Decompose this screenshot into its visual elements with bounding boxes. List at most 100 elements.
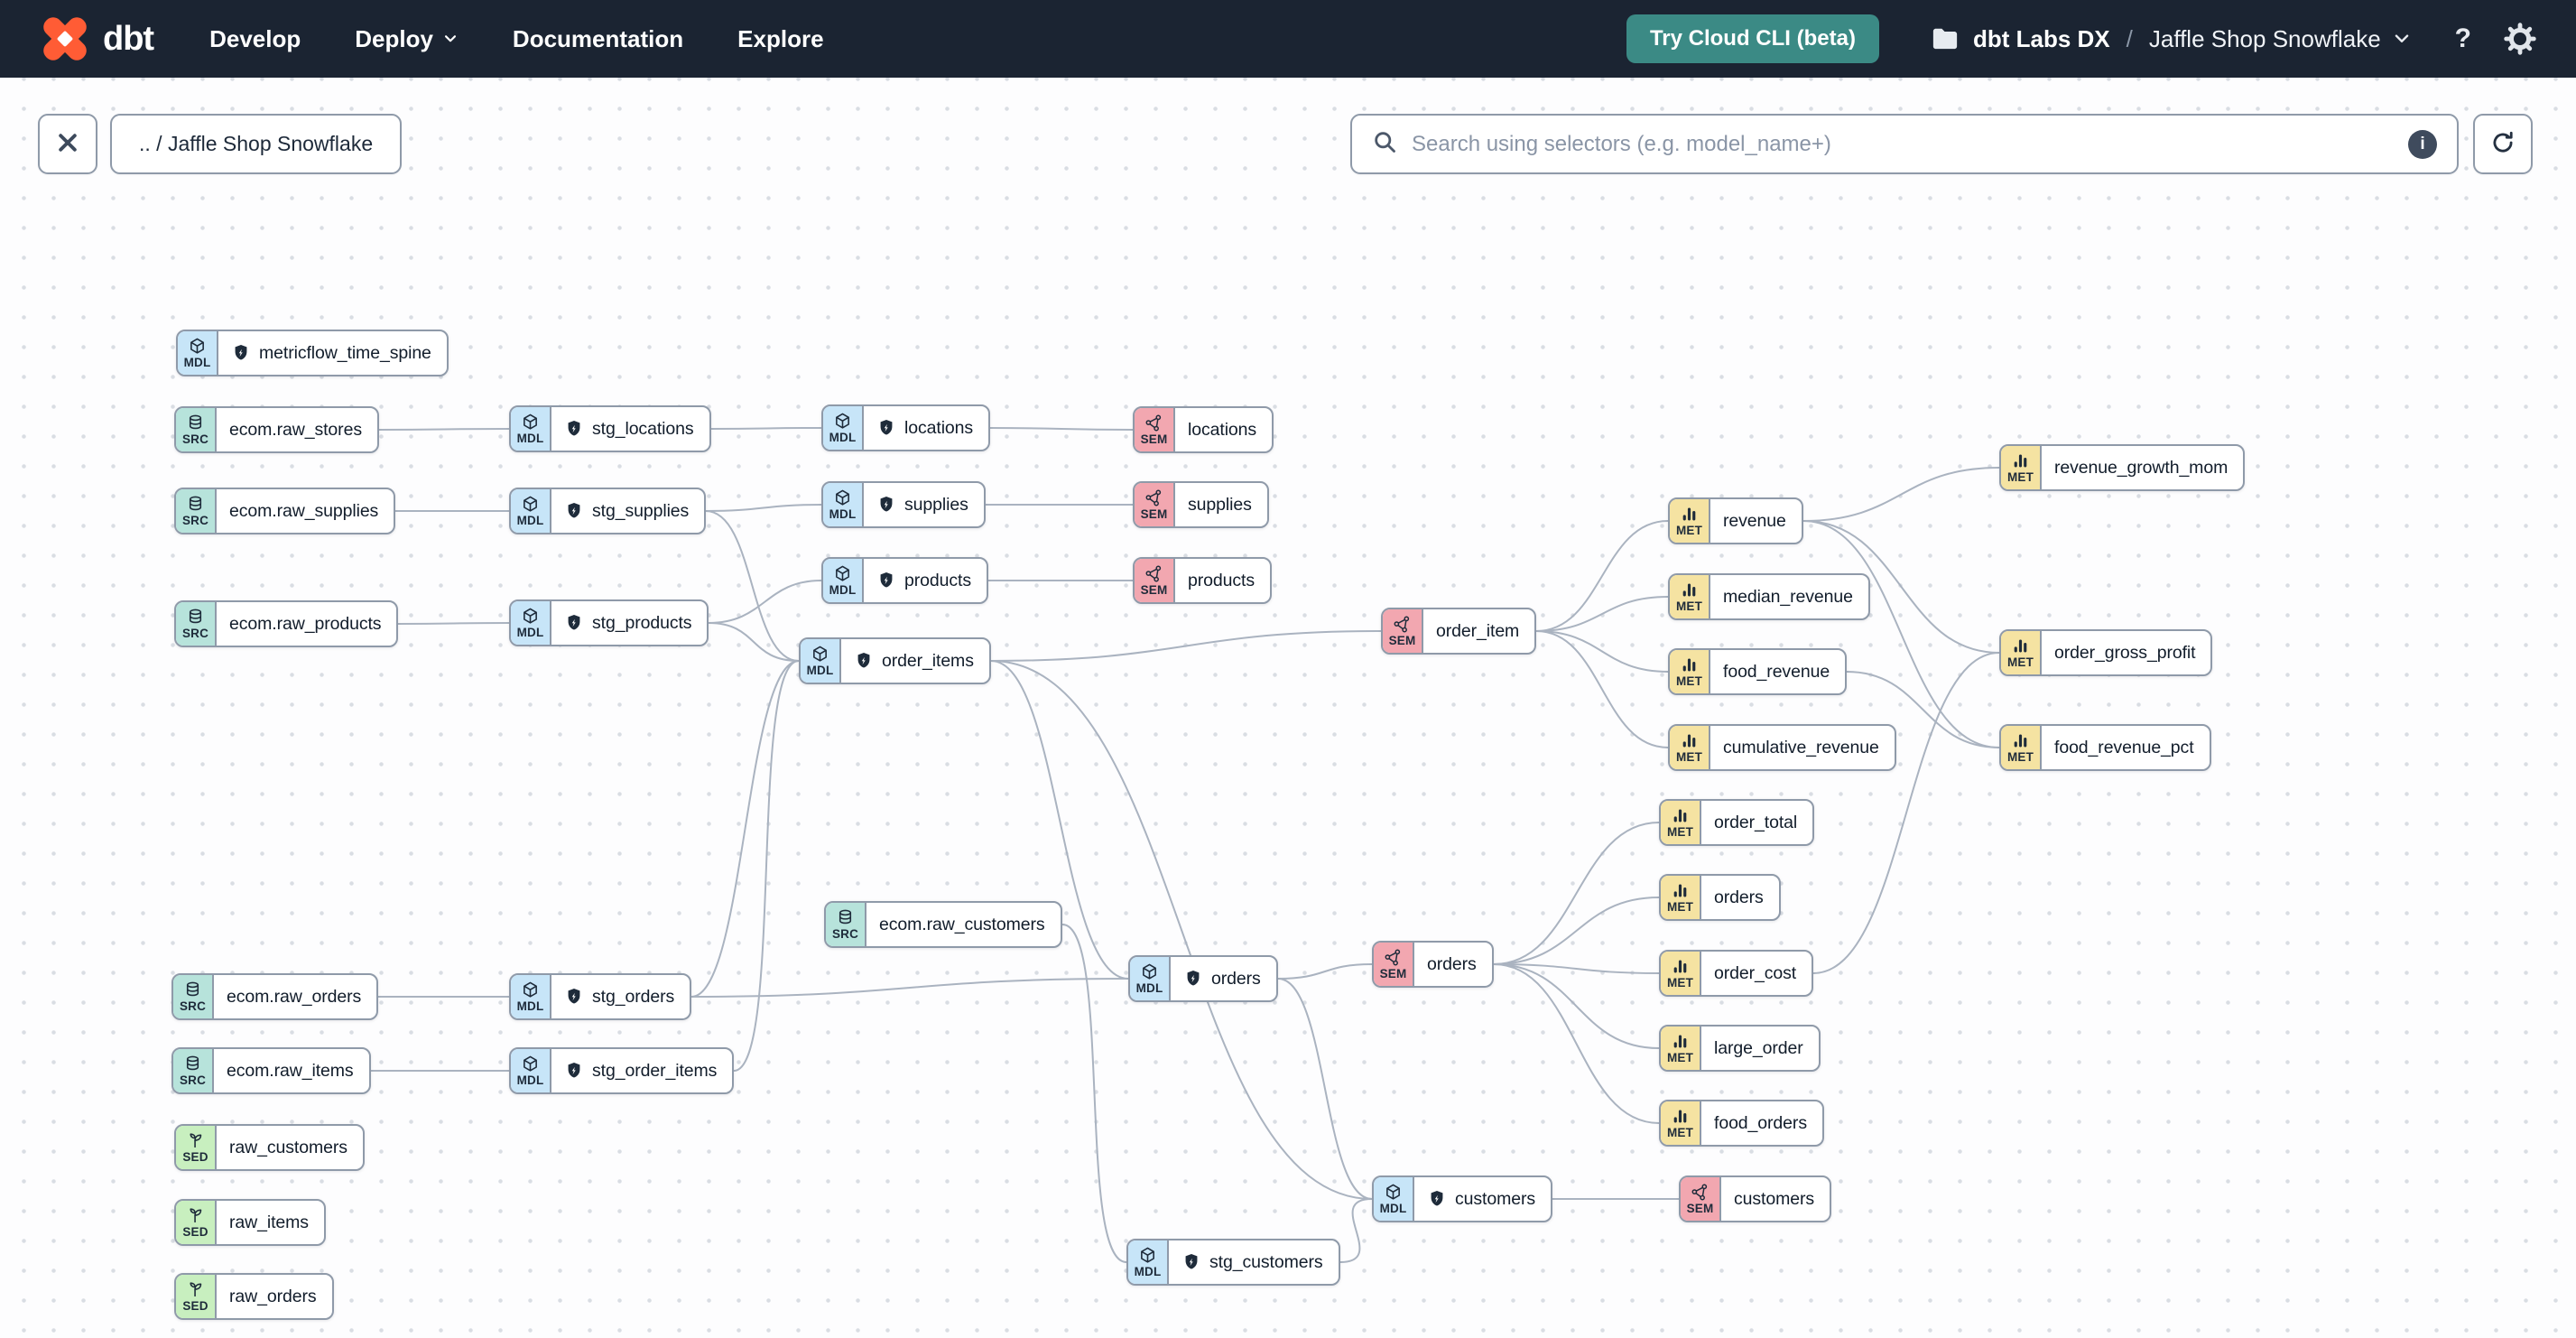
node-label: metricflow_time_spine <box>259 342 431 363</box>
src-badge: SRC <box>176 602 217 646</box>
badge-label: SRC <box>179 999 207 1014</box>
sem-badge: SEM <box>1681 1177 1721 1221</box>
shield-icon <box>854 651 874 671</box>
source-database-icon <box>186 495 205 514</box>
folder-icon <box>1932 27 1959 51</box>
nav-item-label: Explore <box>737 24 824 52</box>
node-metricflow_time_spine[interactable]: MDL metricflow_time_spine <box>176 330 449 376</box>
node-label: ecom.raw_orders <box>227 986 362 1007</box>
metric-chart-icon <box>1680 731 1699 750</box>
badge-label: MET <box>1675 750 1703 765</box>
met-badge: MET <box>2001 726 2042 769</box>
chevron-down-icon[interactable] <box>2392 29 2412 49</box>
node-supplies[interactable]: MDL supplies <box>821 481 986 528</box>
close-button[interactable] <box>38 114 97 174</box>
nav-item-deploy[interactable]: Deploy <box>355 25 459 53</box>
nav-item-explore[interactable]: Explore <box>737 25 823 53</box>
node-label: stg_order_items <box>592 1060 718 1081</box>
nav-item-develop[interactable]: Develop <box>209 25 301 53</box>
node-label: stg_locations <box>592 418 694 439</box>
try-cloud-cli-button[interactable]: Try Cloud CLI (beta) <box>1626 14 1879 63</box>
mdl-badge: MDL <box>511 975 551 1018</box>
search-input[interactable] <box>1412 131 2394 157</box>
sed-badge: SED <box>176 1126 217 1169</box>
badge-label: SED <box>182 1225 208 1240</box>
refresh-icon <box>2490 130 2516 158</box>
model-cube-icon <box>188 337 207 356</box>
mdl-badge: MDL <box>823 559 864 602</box>
dbt-logo[interactable]: dbt <box>40 14 154 64</box>
metric-chart-icon <box>1671 881 1690 900</box>
node-label: locations <box>1188 419 1257 440</box>
sem-badge: SEM <box>1135 483 1175 526</box>
help-icon[interactable]: ? <box>2454 23 2471 53</box>
node-label: supplies <box>904 494 968 515</box>
badge-label: SED <box>182 1299 208 1314</box>
badge-label: MDL <box>829 507 857 522</box>
account-name[interactable]: dbt Labs DX <box>1972 24 2110 52</box>
project-name[interactable]: Jaffle Shop Snowflake <box>2148 24 2381 52</box>
refresh-button[interactable] <box>2473 114 2533 174</box>
info-icon[interactable]: i <box>2408 129 2437 159</box>
node-ecom_raw_orders[interactable]: SRC ecom.raw_orders <box>171 973 379 1020</box>
nav-item-documentation[interactable]: Documentation <box>513 25 683 53</box>
sem-badge: SEM <box>1135 559 1175 602</box>
badge-label: SRC <box>831 927 859 942</box>
badge-label: SEM <box>1140 583 1168 598</box>
badge-label: MDL <box>516 514 544 528</box>
gear-icon[interactable] <box>2504 23 2536 55</box>
badge-label: MET <box>2006 655 2034 670</box>
breadcrumb[interactable]: .. / Jaffle Shop Snowflake <box>110 114 403 174</box>
badge-label: MET <box>2006 750 2034 765</box>
seed-seedling-icon <box>186 1131 205 1150</box>
sem-badge: SEM <box>1374 943 1414 986</box>
node-label: order_total <box>1714 812 1798 832</box>
shield-icon <box>564 419 584 439</box>
node-products[interactable]: MDL products <box>821 557 988 604</box>
metric-chart-icon <box>1680 655 1699 674</box>
semantic-graph-icon <box>1144 488 1163 507</box>
badge-label: MDL <box>183 356 211 370</box>
node-label: products <box>904 570 971 590</box>
badge-label: SRC <box>181 627 209 641</box>
badge-label: SEM <box>1686 1202 1714 1216</box>
